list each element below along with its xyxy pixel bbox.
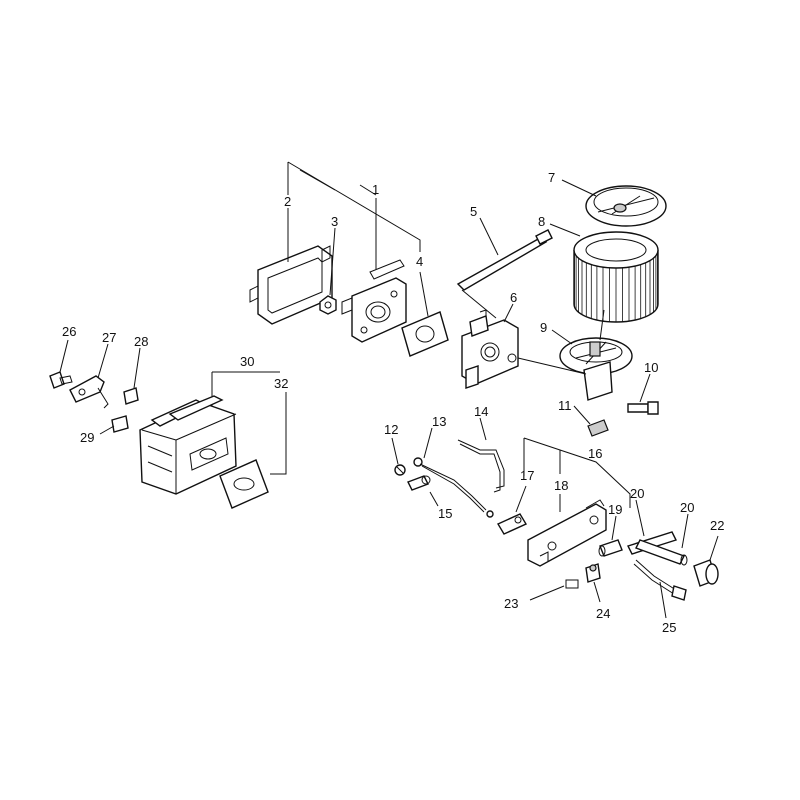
filter-cover-part — [561, 179, 667, 227]
callout-5: 5 — [470, 204, 477, 219]
callout-10: 10 — [644, 360, 658, 375]
callout-25: 25 — [662, 620, 676, 635]
callout-30: 30 — [240, 354, 254, 369]
callout-17: 17 — [520, 468, 534, 483]
bracket-group-16-19 — [523, 437, 631, 508]
callout-14: 14 — [474, 404, 488, 419]
callout-23: 23 — [504, 596, 518, 611]
callout-32: 32 — [274, 376, 288, 391]
throttle-link-part — [413, 427, 494, 518]
intake-manifold-part — [341, 198, 407, 343]
callout-2: 2 — [284, 194, 291, 209]
callout-29: 29 — [80, 430, 94, 445]
callout-15: 15 — [438, 506, 452, 521]
callout-6: 6 — [510, 290, 517, 305]
small-plate-part — [529, 579, 579, 601]
bolt-10-part — [627, 373, 659, 415]
callout-26: 26 — [62, 324, 76, 339]
callout-22: 22 — [710, 518, 724, 533]
filter-base-part — [517, 309, 633, 401]
callout-13: 13 — [432, 414, 446, 429]
switch-part — [585, 563, 601, 603]
callout-19: 19 — [608, 502, 622, 517]
bracket-27-part — [69, 343, 109, 409]
callout-9: 9 — [540, 320, 547, 335]
bracket-group-1-4 — [287, 161, 421, 252]
callout-12: 12 — [384, 422, 398, 437]
screw-29-part — [99, 415, 129, 435]
bushing-part — [407, 475, 439, 507]
callout-11: 11 — [558, 398, 572, 413]
rod-part — [456, 217, 553, 319]
callout-28: 28 — [134, 334, 148, 349]
air-filter-part — [549, 223, 659, 323]
bolt-26-part — [49, 339, 73, 389]
callout-20a: 20 — [630, 486, 644, 501]
choke-rod-part — [457, 417, 505, 493]
switch-plate-part — [527, 494, 607, 567]
carburetor-part — [461, 303, 519, 389]
muffler-gasket-part — [219, 459, 269, 509]
block-11-part — [573, 405, 609, 437]
callout-3: 3 — [331, 214, 338, 229]
clip-part — [496, 485, 528, 535]
gasket-part — [401, 271, 449, 357]
callout-20b: 20 — [680, 500, 694, 515]
knob-part — [693, 535, 719, 587]
muffler-part — [139, 395, 237, 495]
sleeve-20b-part — [635, 513, 689, 566]
callout-1: 1 — [372, 182, 379, 197]
pin-19-part — [598, 515, 623, 557]
callout-18: 18 — [554, 478, 568, 493]
screw-12-part — [391, 437, 406, 476]
callout-24: 24 — [596, 606, 610, 621]
wire-plug-part — [633, 559, 687, 619]
callout-16: 16 — [588, 446, 602, 461]
callout-8: 8 — [538, 214, 545, 229]
callout-7: 7 — [548, 170, 555, 185]
callout-4: 4 — [416, 254, 423, 269]
screw-28-part — [123, 347, 141, 405]
callout-27: 27 — [102, 330, 116, 345]
nut-part — [319, 227, 337, 315]
